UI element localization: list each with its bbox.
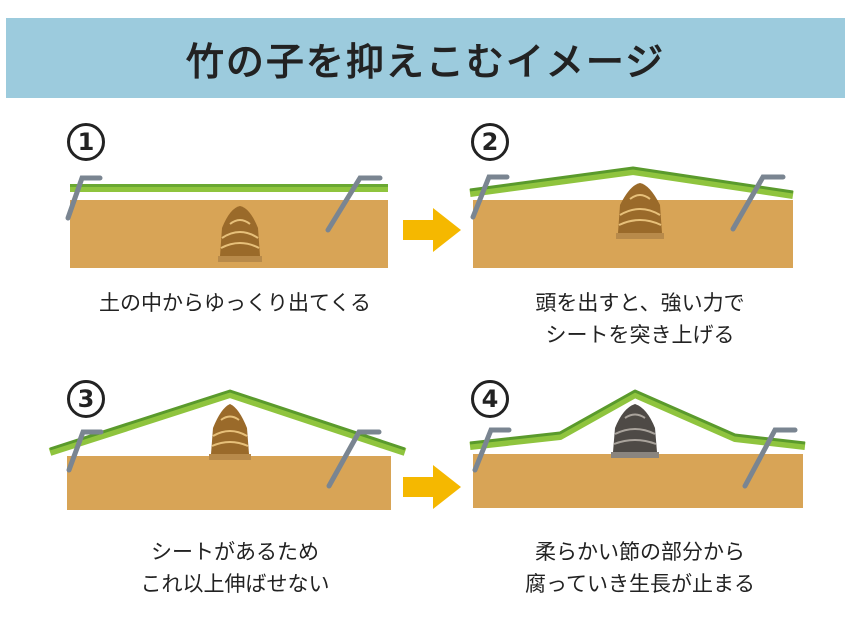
stake-left: [66, 429, 104, 473]
step-4-caption-line-1: 柔らかい節の部分から: [535, 540, 745, 564]
step-4-caption: 柔らかい節の部分から 腐っていき生長が止まる: [460, 536, 820, 600]
step-3-illustration: [48, 389, 407, 510]
bamboo-shoot: [616, 183, 664, 239]
sheet: [469, 390, 806, 450]
step-1-caption-line-1: 土の中からゆっくり出てくる: [99, 291, 371, 315]
soil: [473, 454, 803, 508]
step-4-illustration: [469, 389, 806, 508]
stake-left: [65, 175, 103, 221]
stake-right: [325, 175, 383, 233]
title-banner: 竹の子を抑えこむイメージ: [6, 18, 845, 98]
step-3-caption-line-2: これ以上伸ばせない: [140, 572, 330, 596]
step-2-number: 2: [471, 123, 509, 161]
step-4-number: 4: [471, 380, 509, 418]
soil: [67, 456, 391, 510]
step-4-caption-line-2: 腐っていき生長が止まる: [525, 572, 755, 596]
step-2-caption: 頭を出すと、強い力で シートを突き上げる: [460, 287, 820, 351]
step-1-illustration: [65, 175, 388, 268]
step-1-number: 1: [67, 123, 105, 161]
stake-right: [742, 427, 798, 489]
step-1-caption: 土の中からゆっくり出てくる: [55, 287, 415, 319]
sheet: [70, 184, 388, 192]
arrow-3-to-4: [403, 465, 461, 509]
step-2-illustration: [469, 166, 794, 268]
step-3-caption-line-1: シートがあるため: [151, 540, 319, 564]
step-3-number: 3: [67, 380, 105, 418]
stake-left: [472, 427, 512, 473]
bamboo-shoot: [218, 206, 262, 262]
rotting-bamboo-shoot: [611, 404, 659, 458]
arrow-1-to-2: [403, 208, 461, 252]
stake-right: [730, 174, 786, 232]
sheet: [469, 167, 794, 199]
step-3-caption: シートがあるため これ以上伸ばせない: [55, 536, 415, 600]
page-title: 竹の子を抑えこむイメージ: [185, 39, 666, 84]
step-2-caption-line-1: 頭を出すと、強い力で: [535, 291, 745, 315]
stake-left: [470, 174, 510, 220]
bamboo-shoot: [209, 404, 251, 460]
sheet: [48, 390, 407, 456]
stake-right: [326, 429, 382, 489]
step-2-caption-line-2: シートを突き上げる: [545, 323, 735, 347]
